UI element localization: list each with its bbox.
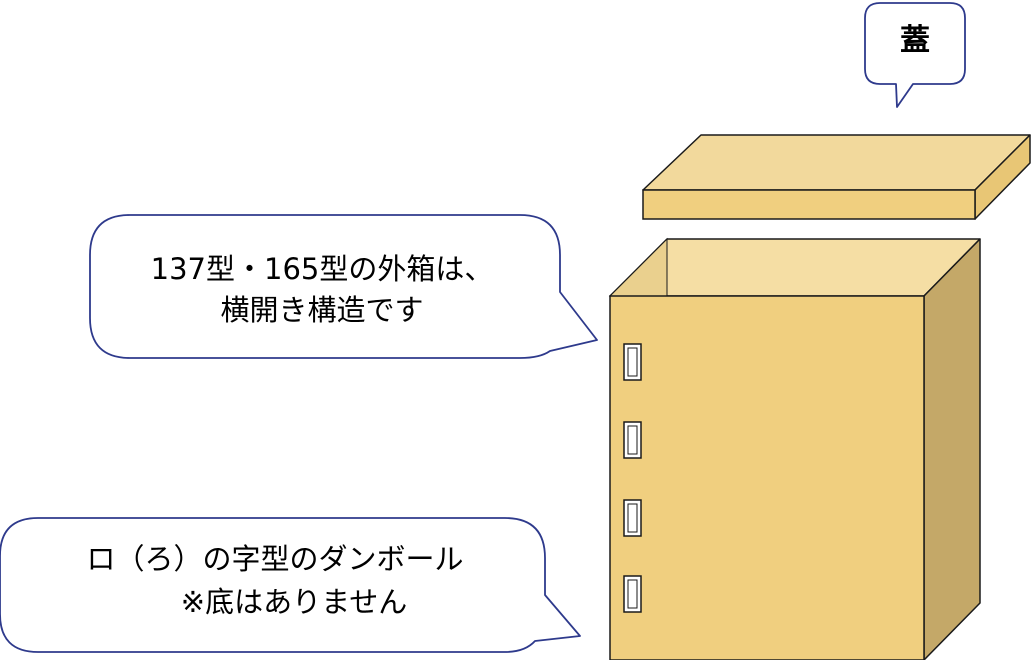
structure-callout-line-1: 137型・165型の外箱は、 (151, 252, 494, 286)
box-inside-left-wall (608, 237, 668, 297)
box-slot-2-inner (627, 425, 638, 455)
box-slot-1-inner (627, 347, 638, 377)
lid-label: 蓋 (900, 23, 930, 58)
lid (642, 134, 1031, 220)
box-slot-3-inner (627, 503, 638, 533)
box-body (608, 237, 981, 660)
box-side-face (923, 238, 981, 660)
lid-callout-bubble (864, 2, 966, 108)
shape-callout-line-2: ※底はありません (181, 585, 407, 619)
lid-callout: 蓋 (864, 2, 966, 108)
structure-callout-line-2: 横開き構造です (220, 293, 423, 327)
structure-callout: 137型・165型の外箱は、 横開き構造です (89, 214, 598, 359)
box-slot-4-inner (627, 579, 638, 609)
shape-callout-line-1: ロ（ろ）の字型のダンボール (86, 542, 463, 576)
structure-callout-bubble (89, 214, 598, 359)
lid-top-face (642, 134, 1031, 191)
shape-callout: ロ（ろ）の字型のダンボール ※底はありません (0, 517, 581, 653)
shape-callout-bubble (0, 517, 581, 653)
lid-front-face (642, 189, 976, 220)
box-front-face (609, 295, 925, 660)
